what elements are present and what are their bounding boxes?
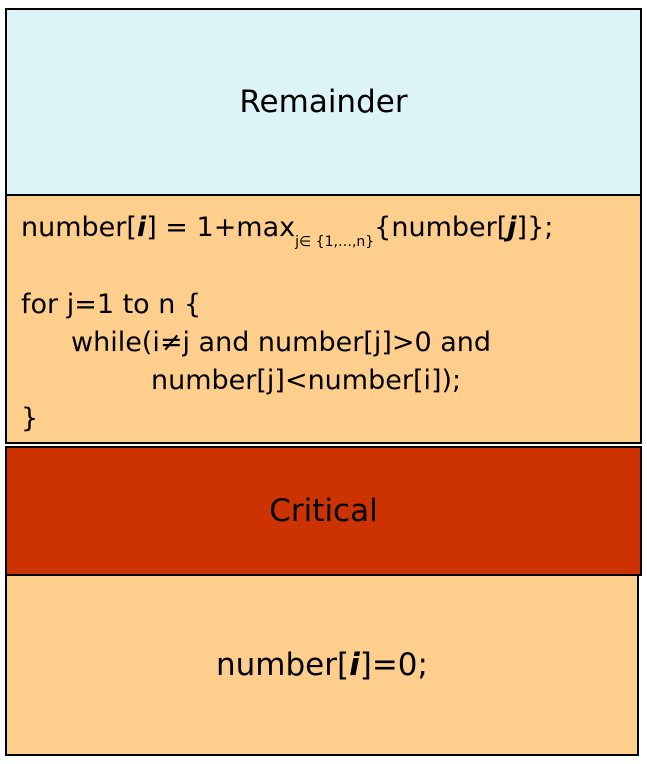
critical-label: Critical (269, 493, 378, 529)
exit-suffix: ]=0; (359, 647, 428, 683)
entry-line-1: number[i] = 1+maxj∈ {1,…,n}{number[j]}; (21, 212, 554, 249)
exit-section: number[i]=0; (5, 574, 639, 756)
line1-mid: ] = 1+max (146, 212, 296, 243)
critical-section: Critical (5, 446, 642, 576)
remainder-label: Remainder (239, 84, 408, 120)
line1-prefix: number[ (21, 212, 137, 243)
entry-line-5: } (21, 403, 39, 434)
exit-code: number[i]=0; (216, 647, 428, 683)
line1-var-j: j (507, 212, 517, 243)
line1-subscript: j∈ {1,…,n} (295, 234, 375, 250)
entry-line-3: while(i≠j and number[j]>0 and (71, 327, 492, 358)
line1-brace-open: {number[ (374, 212, 508, 243)
line1-var-i: i (136, 212, 147, 243)
exit-var-i: i (349, 647, 360, 683)
remainder-section: Remainder (5, 8, 642, 196)
exit-prefix: number[ (216, 647, 350, 683)
entry-line-4: number[j]<number[i]); (151, 365, 462, 396)
line1-suffix: ]}; (516, 212, 554, 243)
entry-line-2: for j=1 to n { (21, 289, 202, 320)
entry-section: number[i] = 1+maxj∈ {1,…,n}{number[j]}; … (5, 194, 642, 444)
